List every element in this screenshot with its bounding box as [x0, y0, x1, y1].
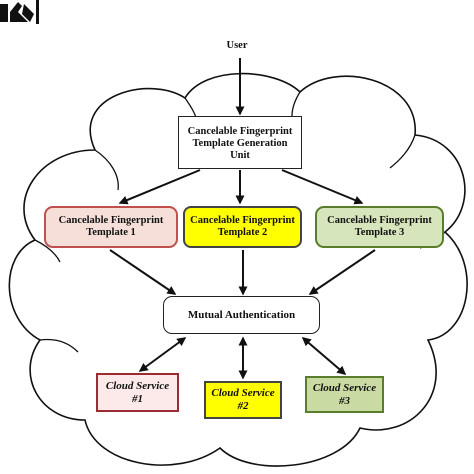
template-1-line: Cancelable Fingerprint — [58, 215, 164, 226]
arrow-template-1-to-authentication — [109, 249, 177, 295]
mutual-authentication-box: Mutual Authentication — [163, 296, 320, 334]
cloud-boundary — [8, 72, 468, 467]
template-3-line: Template 3 — [354, 227, 405, 238]
arrow-template-3-to-authentication — [308, 249, 376, 295]
cloud-service-3-line: Cloud Service — [312, 381, 377, 394]
generation-unit-line: Cancelable Fingerprint — [187, 125, 293, 137]
user-label: User — [226, 40, 248, 51]
template-2-box: Cancelable Fingerprint Template 2 — [183, 206, 302, 248]
template-2-line: Template 2 — [217, 227, 268, 238]
cloud-service-2-box: Cloud Service #2 — [204, 381, 282, 419]
cloud-service-1-line: Cloud Service — [105, 379, 170, 392]
cloud-service-1-box: Cloud Service #1 — [96, 373, 179, 412]
generation-unit-line: Template Generation — [192, 137, 288, 149]
generation-unit-box: Cancelable Fingerprint Template Generati… — [178, 116, 302, 169]
template-1-line: Template 1 — [86, 227, 136, 238]
generation-unit-line: Unit — [230, 149, 250, 161]
cloud-service-3-line: #3 — [339, 394, 350, 407]
cloud-service-2-line: #2 — [237, 400, 249, 412]
arrow-generation-to-template-1 — [118, 169, 201, 205]
arrow-generation-to-template-3 — [281, 169, 364, 205]
template-2-line: Cancelable Fingerprint — [190, 215, 295, 226]
arrow-authentication-service-1 — [138, 337, 187, 372]
template-3-line: Cancelable Fingerprint — [327, 215, 432, 226]
cloud-service-3-box: Cloud Service #3 — [305, 376, 384, 413]
template-1-box: Cancelable Fingerprint Template 1 — [44, 206, 178, 248]
arrow-authentication-service-3 — [301, 337, 347, 375]
user-icon — [0, 0, 39, 24]
cloud-service-1-line: #1 — [132, 392, 143, 405]
template-3-box: Cancelable Fingerprint Template 3 — [315, 206, 444, 248]
cloud-service-2-line: Cloud Service — [211, 387, 275, 399]
mutual-authentication-label: Mutual Authentication — [187, 309, 296, 321]
